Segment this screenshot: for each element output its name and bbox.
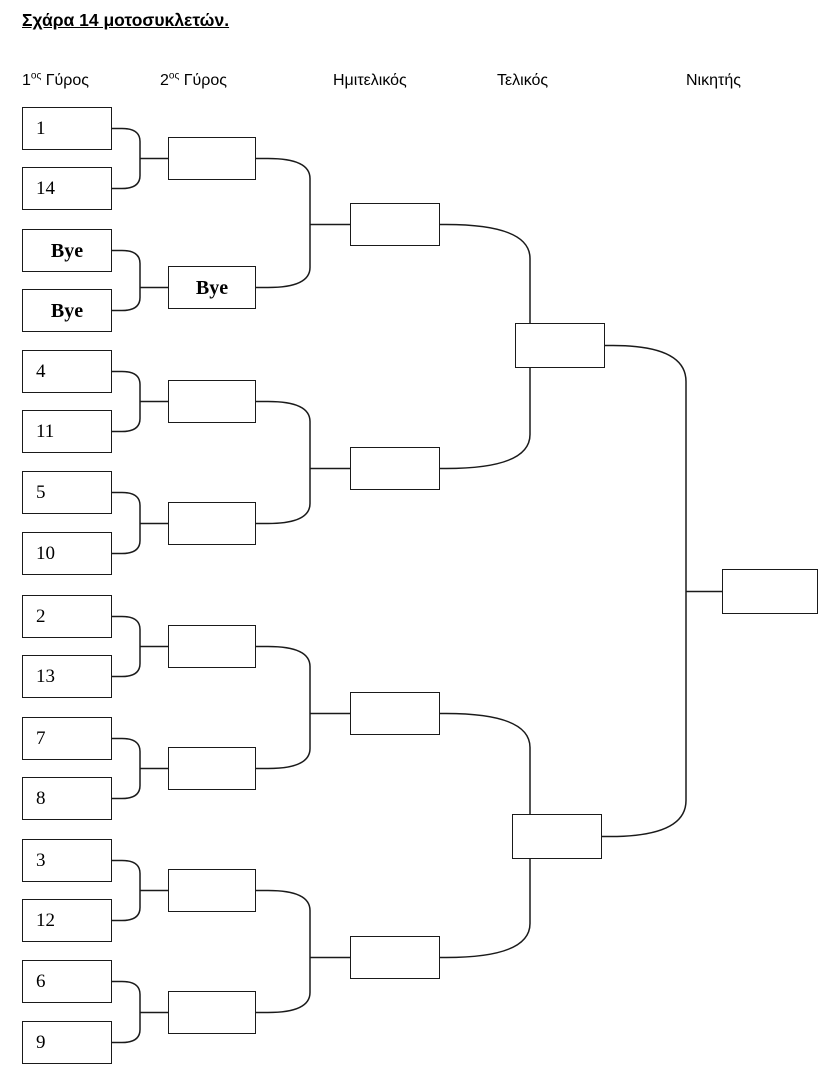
connector-line <box>256 157 311 225</box>
round1-slot-seed[interactable]: 12 <box>22 899 112 942</box>
connector-line <box>112 287 141 312</box>
node-label: 4 <box>36 361 46 382</box>
connector-line <box>112 491 141 524</box>
semifinal-slot[interactable] <box>350 692 440 735</box>
connector-line <box>256 400 311 469</box>
header-text-sup: ος <box>168 70 180 82</box>
connector-line <box>256 889 311 958</box>
column-header-final: Τελικός <box>497 72 548 90</box>
header-text-main: 1 <box>22 72 31 89</box>
node-label: 13 <box>36 666 55 687</box>
node-label: 14 <box>36 178 55 199</box>
round2-slot[interactable] <box>168 747 256 790</box>
connector-line <box>256 645 311 714</box>
round1-slot-seed[interactable]: 9 <box>22 1021 112 1064</box>
connector-line <box>112 737 141 769</box>
round2-slot[interactable] <box>168 137 256 180</box>
node-label: 1 <box>36 118 46 139</box>
node-label: 8 <box>36 788 46 809</box>
semifinal-slot[interactable] <box>350 936 440 979</box>
node-label: 10 <box>36 543 55 564</box>
round1-slot-seed[interactable]: 6 <box>22 960 112 1003</box>
connector-line <box>112 980 141 1013</box>
column-header-round1: 1ος Γύρος <box>22 70 90 90</box>
final-slot[interactable] <box>512 814 602 859</box>
node-label: 3 <box>36 850 46 871</box>
round1-slot-seed[interactable]: 8 <box>22 777 112 820</box>
column-header-round2: 2ος Γύρος <box>160 70 228 90</box>
node-label: 11 <box>36 421 55 442</box>
column-header-winner: Νικητής <box>686 72 741 90</box>
round1-slot-bye[interactable]: Bye <box>22 289 112 332</box>
header-text-main: 2 <box>160 72 169 89</box>
connector-line <box>112 615 141 647</box>
connector-line <box>112 158 141 190</box>
header-text-main: Ημιτελικός <box>333 72 407 89</box>
page-title: Σχάρα 14 μοτοσυκλετών. <box>22 10 230 30</box>
node-label: 6 <box>36 971 46 992</box>
connector-line <box>112 890 141 922</box>
connector-line <box>605 344 687 592</box>
connector-line <box>112 370 141 402</box>
node-label: 12 <box>36 910 55 931</box>
semifinal-slot[interactable] <box>350 203 440 246</box>
round1-slot-seed[interactable]: 10 <box>22 532 112 575</box>
connector-line <box>112 1012 141 1044</box>
round2-slot[interactable] <box>168 991 256 1034</box>
connector-line <box>112 859 141 891</box>
node-label: 2 <box>36 606 46 627</box>
round2-slot[interactable] <box>168 625 256 668</box>
header-text-sup: ος <box>30 70 42 82</box>
header-text-main: Νικητής <box>686 72 741 89</box>
final-slot[interactable] <box>515 323 605 368</box>
round2-slot-bye[interactable]: Bye <box>168 266 256 309</box>
round1-slot-seed[interactable]: 3 <box>22 839 112 882</box>
connector-line <box>112 401 141 433</box>
column-header-semifinal: Ημιτελικός <box>333 72 407 90</box>
node-label: Bye <box>50 299 84 322</box>
connector-line <box>112 127 141 159</box>
connector-line <box>602 591 687 838</box>
round2-slot[interactable] <box>168 502 256 545</box>
header-text-rest: Γύρος <box>41 72 90 89</box>
semifinal-slot[interactable] <box>350 447 440 490</box>
connector-line <box>112 523 141 555</box>
round1-slot-seed[interactable]: 7 <box>22 717 112 760</box>
round1-slot-seed[interactable]: 5 <box>22 471 112 514</box>
round1-slot-seed[interactable]: 14 <box>22 167 112 210</box>
round1-slot-seed[interactable]: 13 <box>22 655 112 698</box>
round1-slot-bye[interactable]: Bye <box>22 229 112 272</box>
connector-line <box>256 957 311 1014</box>
node-label: 7 <box>36 728 46 749</box>
header-text-main: Τελικός <box>497 72 549 89</box>
round1-slot-seed[interactable]: 11 <box>22 410 112 453</box>
connector-line <box>112 768 141 800</box>
connector-line <box>256 468 311 525</box>
node-label: 9 <box>36 1032 46 1053</box>
round2-slot[interactable] <box>168 869 256 912</box>
round1-slot-seed[interactable]: 1 <box>22 107 112 150</box>
winner-slot[interactable] <box>722 569 818 614</box>
connector-line <box>112 249 141 288</box>
round1-slot-seed[interactable]: 2 <box>22 595 112 638</box>
header-text-rest: Γύρος <box>179 72 228 89</box>
node-label: 5 <box>36 482 46 503</box>
connector-line <box>256 713 311 770</box>
node-label: Bye <box>50 239 84 262</box>
round2-slot[interactable] <box>168 380 256 423</box>
connector-line <box>112 646 141 678</box>
node-label: Bye <box>195 276 229 299</box>
connector-line <box>256 224 311 289</box>
round1-slot-seed[interactable]: 4 <box>22 350 112 393</box>
